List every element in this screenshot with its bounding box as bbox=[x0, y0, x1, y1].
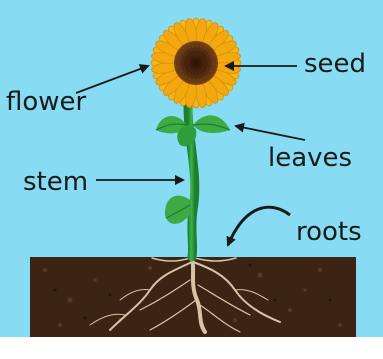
label-flower: flower bbox=[6, 89, 86, 115]
label-seed: seed bbox=[304, 51, 366, 77]
label-roots: roots bbox=[296, 219, 362, 245]
bottom-margin bbox=[0, 337, 383, 359]
sunflower-icon bbox=[151, 18, 241, 108]
label-stem: stem bbox=[23, 169, 88, 195]
seed-head bbox=[174, 41, 218, 85]
label-leaves: leaves bbox=[268, 145, 352, 171]
